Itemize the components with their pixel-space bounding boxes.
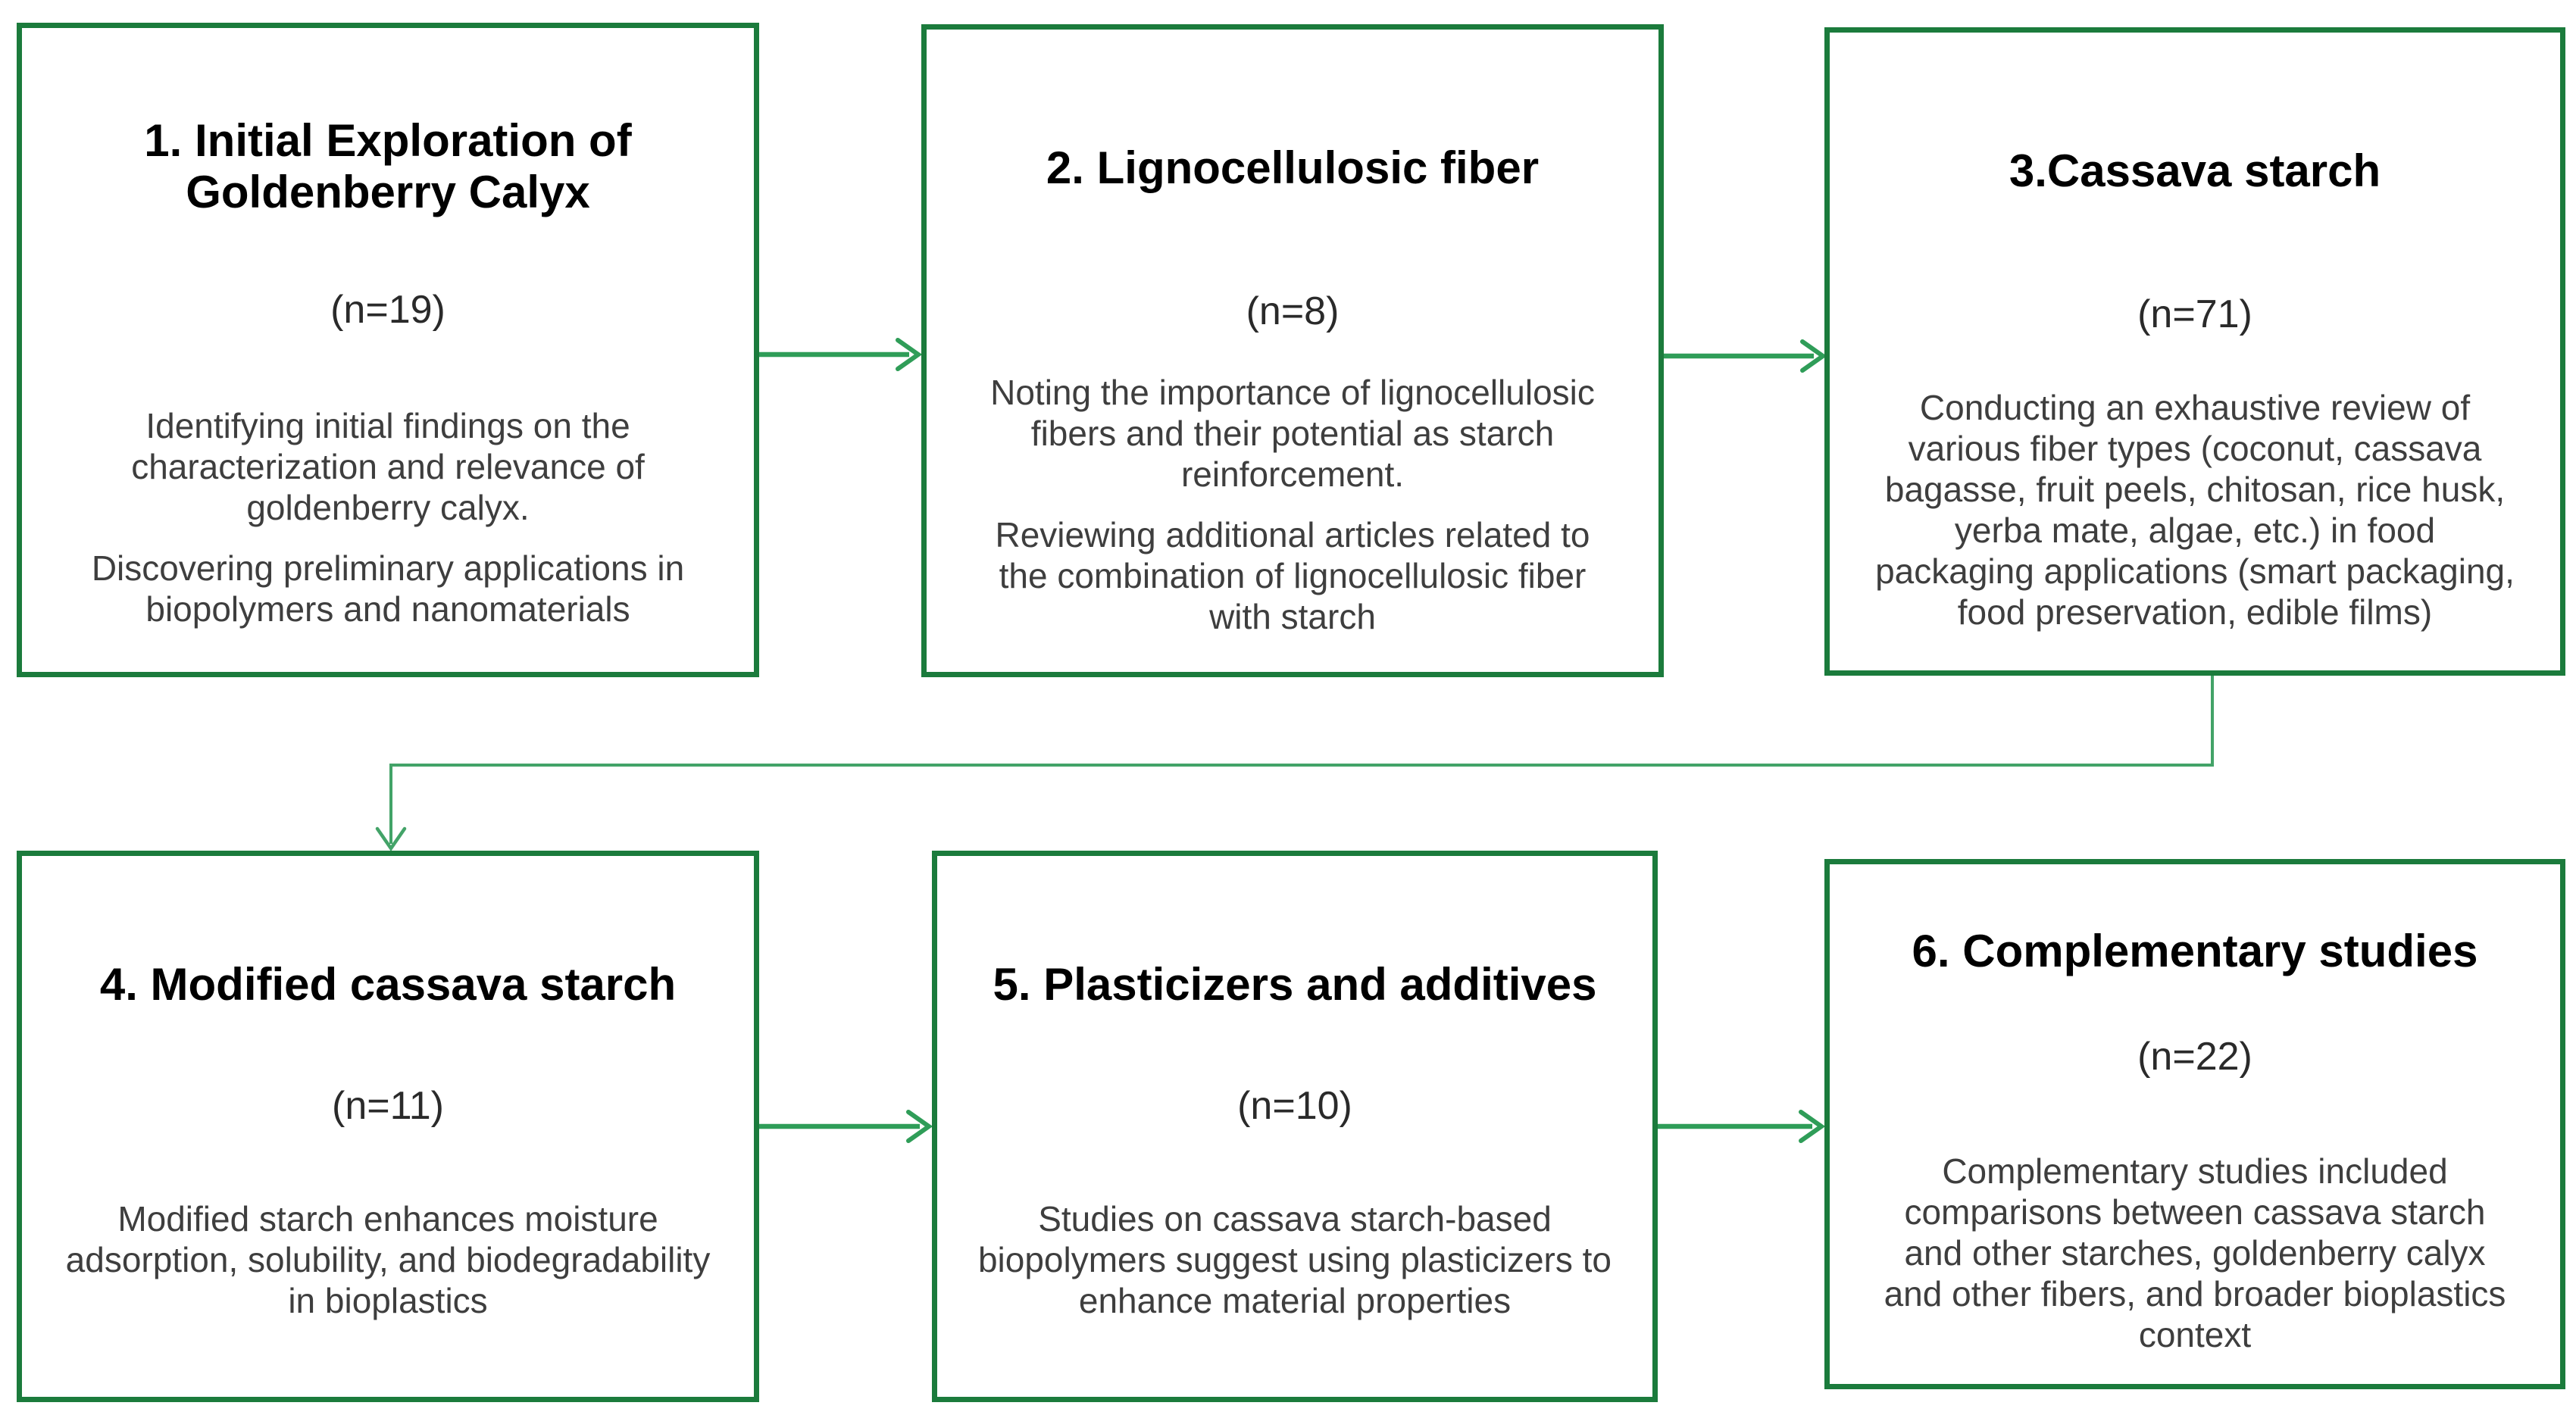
description-line: fibers and their potential as starch xyxy=(1030,414,1555,453)
description-paragraph: Complementary studies included compariso… xyxy=(1859,1151,2531,1355)
stage-box-1: 1. Initial Exploration of Goldenberry Ca… xyxy=(17,23,759,677)
stage-4-description: Modified starch enhances moisture adsorp… xyxy=(51,1198,725,1321)
stage-1-description: Identifying initial findings on the char… xyxy=(51,405,725,629)
stage-1-title: 1. Initial Exploration of Goldenberry Ca… xyxy=(144,115,632,217)
description-paragraph: Studies on cassava starch-based biopolym… xyxy=(966,1198,1624,1321)
stage-5-description: Studies on cassava starch-based biopolym… xyxy=(966,1198,1624,1321)
stage-2-description: Noting the importance of lignocellulosic… xyxy=(955,372,1630,637)
description-line: food preservation, edible films) xyxy=(1957,592,2433,632)
stage-3-description: Conducting an exhaustive review of vario… xyxy=(1859,387,2531,633)
description-line: biopolymers suggest using plasticizers t… xyxy=(977,1240,1612,1279)
arrow-box2-to-box3 xyxy=(1664,339,1827,373)
description-paragraph: Discovering preliminary applications in … xyxy=(51,548,725,629)
stage-box-6: 6. Complementary studies (n=22) Compleme… xyxy=(1824,859,2565,1389)
description-line: various fiber types (coconut, cassava xyxy=(1908,429,2482,468)
description-line: reinforcement. xyxy=(1180,454,1404,494)
arrow-box4-to-box5 xyxy=(759,1110,933,1143)
description-line: Complementary studies included xyxy=(1942,1151,2448,1191)
description-line: bagasse, fruit peels, chitosan, rice hus… xyxy=(1884,470,2506,509)
description-paragraph: Conducting an exhaustive review of vario… xyxy=(1859,387,2531,633)
description-line: in bioplastics xyxy=(288,1281,488,1320)
description-line: adsorption, solubility, and biodegradabi… xyxy=(65,1240,711,1279)
description-line: biopolymers and nanomaterials xyxy=(145,589,630,629)
arrow-box5-to-box6 xyxy=(1658,1110,1826,1143)
description-line: comparisons between cassava starch xyxy=(1904,1192,2486,1232)
description-paragraph: Modified starch enhances moisture adsorp… xyxy=(51,1198,725,1321)
description-line: Studies on cassava starch-based xyxy=(1038,1199,1552,1239)
stage-5-title: 5. Plasticizers and additives xyxy=(993,959,1597,1010)
description-line: the combination of lignocellulosic fiber xyxy=(999,556,1587,595)
description-line: Reviewing additional articles related to xyxy=(995,515,1590,554)
description-line: characterization and relevance of xyxy=(131,447,645,486)
description-line: goldenberry calyx. xyxy=(246,488,530,527)
arrow-box1-to-box2 xyxy=(759,338,923,371)
stage-1-count: (n=19) xyxy=(330,288,445,332)
description-line: Modified starch enhances moisture xyxy=(117,1199,658,1239)
stage-box-4: 4. Modified cassava starch (n=11) Modifi… xyxy=(17,851,759,1402)
description-line: Discovering preliminary applications in xyxy=(91,548,685,588)
stage-box-2: 2. Lignocellulosic fiber (n=8) Noting th… xyxy=(921,24,1664,677)
description-line: and other starches, goldenberry calyx xyxy=(1904,1233,2486,1273)
description-line: context xyxy=(2138,1315,2252,1354)
description-line: with starch xyxy=(1209,597,1376,636)
description-paragraph: Noting the importance of lignocellulosic… xyxy=(955,372,1630,495)
stage-box-3: 3.Cassava starch (n=71) Conducting an ex… xyxy=(1824,27,2565,676)
stage-box-5: 5. Plasticizers and additives (n=10) Stu… xyxy=(932,851,1658,1402)
description-line: Noting the importance of lignocellulosic xyxy=(990,373,1595,412)
stage-2-count: (n=8) xyxy=(1246,289,1340,333)
description-paragraph: Reviewing additional articles related to… xyxy=(955,514,1630,637)
stage-4-title: 4. Modified cassava starch xyxy=(99,959,677,1010)
stage-4-count: (n=11) xyxy=(332,1084,444,1128)
description-line: packaging applications (smart packaging, xyxy=(1875,551,2515,591)
stage-6-description: Complementary studies included compariso… xyxy=(1859,1151,2531,1355)
stage-6-count: (n=22) xyxy=(2137,1035,2252,1079)
description-line: Identifying initial findings on the xyxy=(145,406,630,445)
stage-3-count: (n=71) xyxy=(2137,292,2252,336)
stage-2-title: 2. Lignocellulosic fiber xyxy=(1046,142,1540,193)
description-line: enhance material properties xyxy=(1078,1281,1512,1320)
description-paragraph: Identifying initial findings on the char… xyxy=(51,405,725,528)
stage-6-title: 6. Complementary studies xyxy=(1912,926,2478,977)
stage-5-count: (n=10) xyxy=(1237,1084,1352,1128)
description-line: Conducting an exhaustive review of xyxy=(1919,388,2471,427)
stage-3-title: 3.Cassava starch xyxy=(2009,145,2381,196)
elbow-arrow-box3-to-box4 xyxy=(375,676,2214,851)
description-line: and other fibers, and broader bioplastic… xyxy=(1884,1274,2506,1313)
description-line: yerba mate, algae, etc.) in food xyxy=(1954,511,2436,550)
